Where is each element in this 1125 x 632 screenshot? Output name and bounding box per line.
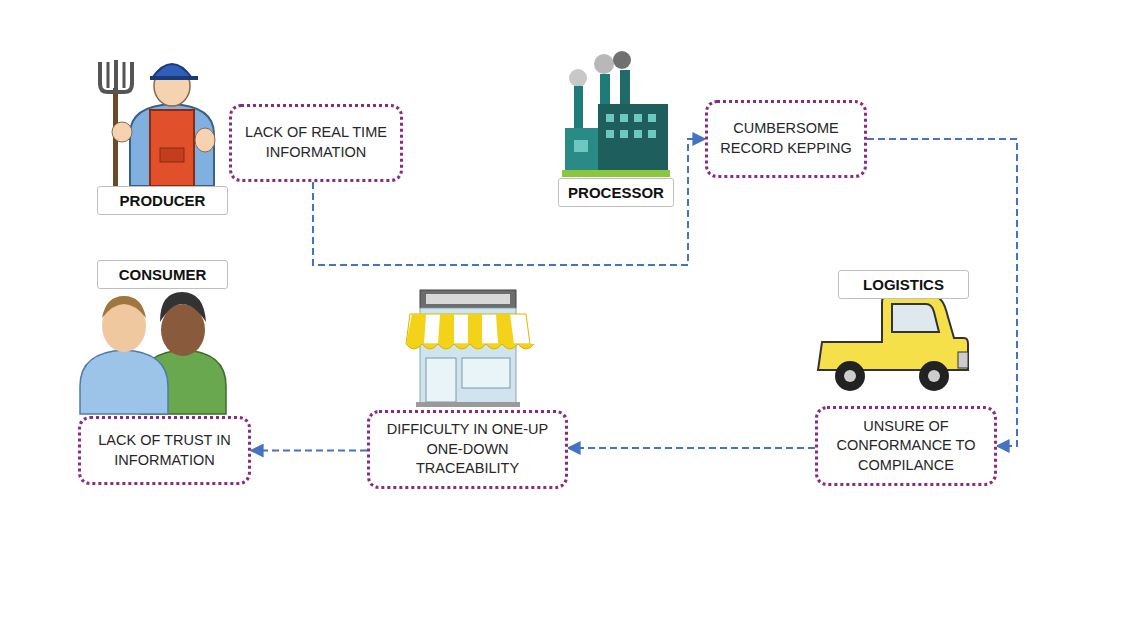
problem-text: DIFFICULTY IN ONE-UP ONE-DOWN TRACEABILI…: [378, 420, 557, 479]
dashed-connector: [251, 450, 367, 452]
role-label: CONSUMER: [97, 260, 228, 289]
problem-callout: LACK OF REAL TIME INFORMATION: [229, 104, 403, 182]
role-name: PROCESSOR: [568, 184, 664, 201]
shop-illustration: [406, 290, 534, 407]
problem-text: LACK OF TRUST IN INFORMATION: [89, 431, 240, 470]
truck-illustration: [818, 296, 968, 391]
problem-callout: UNSURE OF CONFORMANCE TO COMPILANCE: [815, 406, 997, 486]
role-name: LOGISTICS: [863, 276, 944, 293]
role-label: PRODUCER: [97, 186, 228, 215]
role-label: PROCESSOR: [558, 178, 674, 207]
role-label: LOGISTICS: [838, 270, 969, 299]
dashed-connector: [568, 447, 815, 449]
problem-callout: LACK OF TRUST IN INFORMATION: [78, 416, 251, 485]
problem-callout: DIFFICULTY IN ONE-UP ONE-DOWN TRACEABILI…: [367, 410, 568, 489]
factory-illustration: [562, 51, 670, 177]
problem-text: CUMBERSOME RECORD KEPPING: [716, 119, 856, 158]
role-name: CONSUMER: [119, 266, 207, 283]
problem-text: LACK OF REAL TIME INFORMATION: [240, 123, 392, 162]
consumer-illustration: [80, 292, 226, 414]
problem-callout: CUMBERSOME RECORD KEPPING: [705, 100, 867, 178]
problem-text: UNSURE OF CONFORMANCE TO COMPILANCE: [826, 417, 986, 476]
farmer-illustration: [100, 60, 215, 186]
role-name: PRODUCER: [120, 192, 206, 209]
